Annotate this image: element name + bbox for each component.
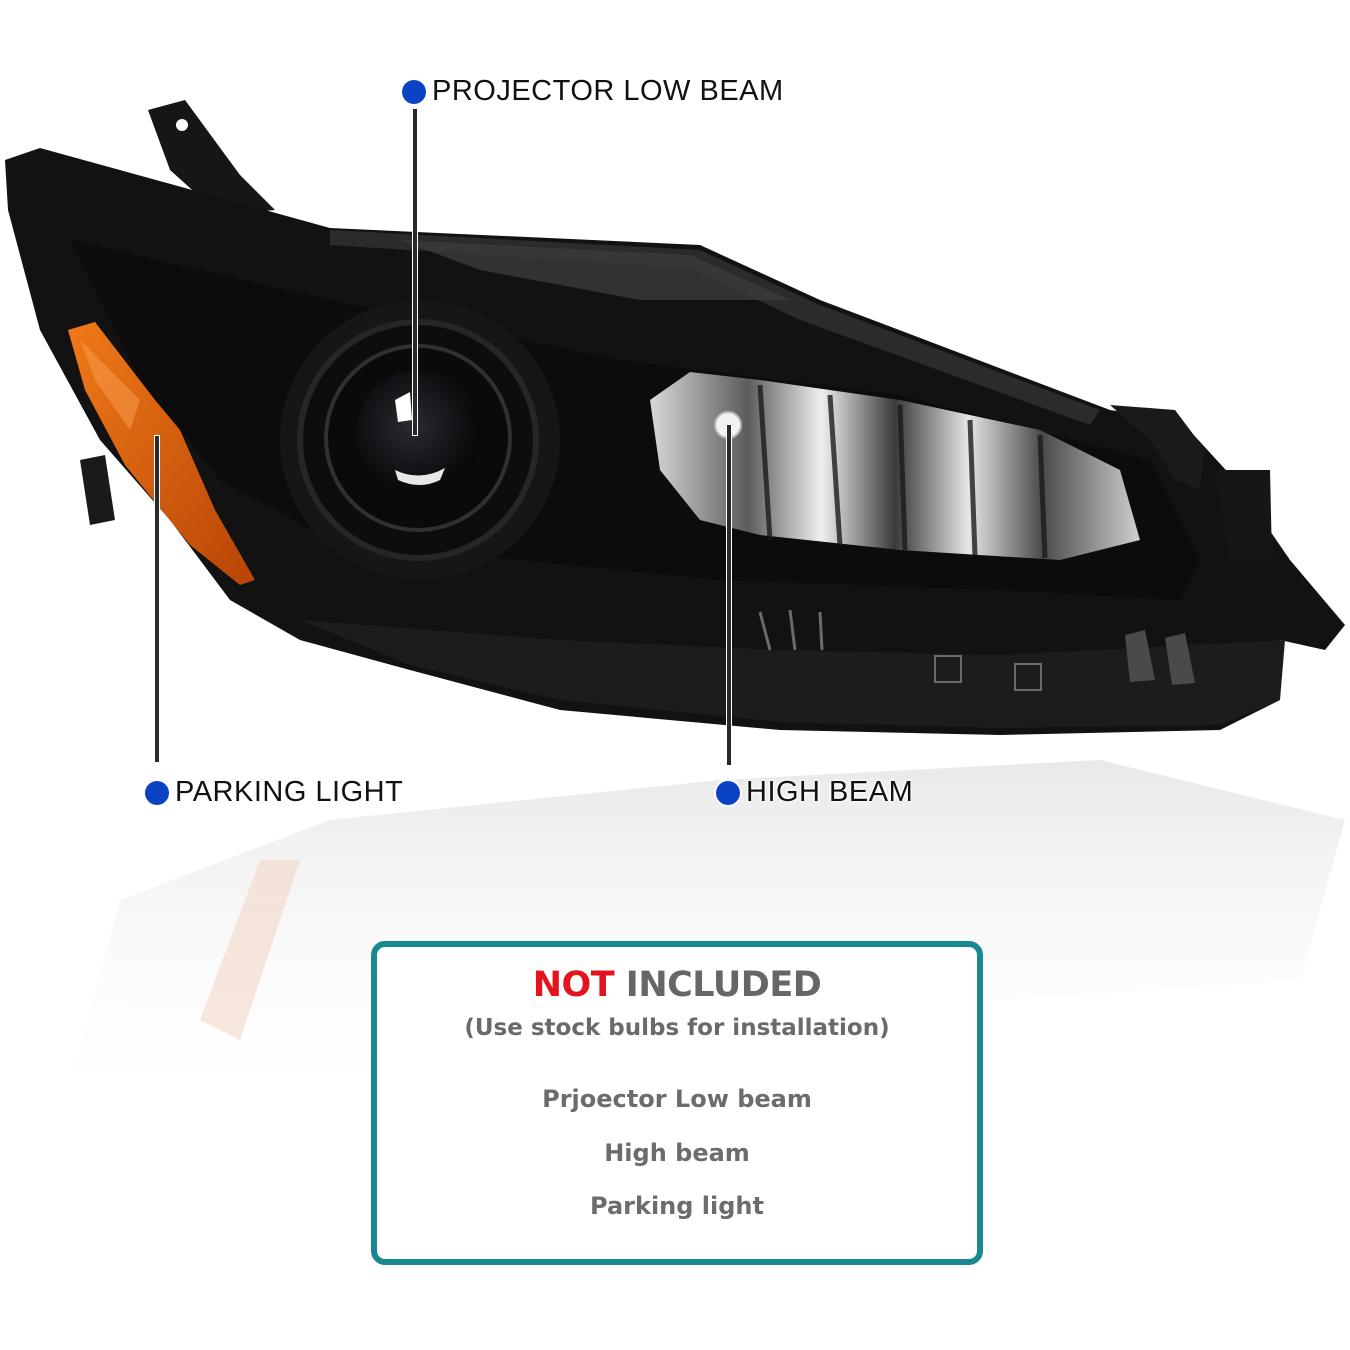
notice-title-highlight: NOT [532, 965, 615, 1005]
bullet-dot-icon [145, 780, 169, 805]
callout-high-beam: HIGH BEAM [716, 776, 913, 809]
callout-label: HIGH BEAM [746, 776, 914, 808]
notice-item: High beam [604, 1139, 750, 1167]
bullet-dot-icon [402, 79, 426, 104]
not-included-box: NOT INCLUDED (Use stock bulbs for instal… [371, 941, 983, 1265]
notice-subtitle: (Use stock bulbs for installation) [464, 1015, 890, 1041]
projector-low-beam-leader-line [412, 108, 418, 436]
callout-projector-low-beam: PROJECTOR LOW BEAM [402, 75, 784, 108]
callout-label: PARKING LIGHT [175, 776, 404, 808]
notice-title: NOT INCLUDED [377, 965, 977, 1005]
callout-label: PROJECTOR LOW BEAM [432, 75, 784, 107]
high-beam-leader-line [726, 424, 732, 766]
notice-item: Parking light [590, 1192, 764, 1220]
parking-light-leader-line [154, 435, 160, 763]
callout-parking-light: PARKING LIGHT [145, 776, 403, 809]
notice-title-rest: INCLUDED [614, 965, 822, 1005]
notice-item: Prjoector Low beam [542, 1085, 812, 1113]
bullet-dot-icon [716, 780, 740, 805]
